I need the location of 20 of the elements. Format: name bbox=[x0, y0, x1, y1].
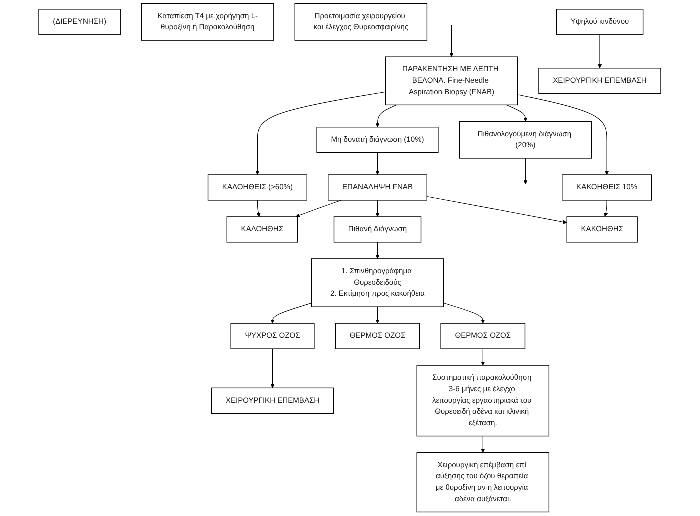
arrow bbox=[444, 302, 486, 324]
arrow bbox=[426, 196, 568, 224]
arrow bbox=[376, 104, 397, 128]
arrow bbox=[256, 92, 386, 176]
arrow bbox=[376, 242, 380, 260]
arrow bbox=[376, 152, 380, 176]
arrow bbox=[376, 306, 380, 324]
arrow bbox=[256, 200, 261, 218]
arrow bbox=[524, 158, 528, 185]
arrow bbox=[481, 348, 486, 366]
arrow bbox=[506, 104, 528, 122]
arrow bbox=[598, 34, 602, 69]
arrow bbox=[517, 94, 610, 176]
arrow bbox=[481, 436, 486, 453]
arrow bbox=[376, 200, 380, 218]
arrow bbox=[270, 303, 312, 324]
arrow bbox=[270, 348, 275, 388]
arrow bbox=[296, 200, 342, 218]
arrow bbox=[604, 200, 608, 218]
arrow bbox=[450, 25, 454, 58]
